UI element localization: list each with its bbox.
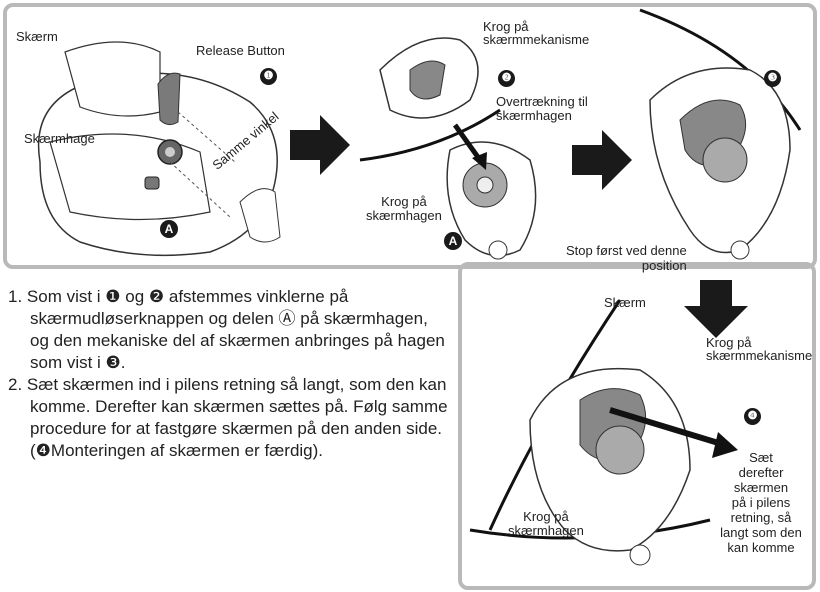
label-cover-to-base-line1: Overtrækning til — [496, 95, 588, 109]
label-stop-position-line2: position — [566, 258, 687, 273]
step-1-marker: ❶ — [260, 68, 277, 85]
label-cover-to-base-line2: skærmhagen — [496, 109, 588, 123]
label-insert-direction: Sæt derefter skærmen på i pilens retning… — [706, 450, 816, 555]
label-stop-position: Stop først ved denne position — [566, 243, 687, 273]
instruction-list: 1. Som vist i ❶ og ❷ afstemmes vinklerne… — [8, 286, 448, 462]
insert-line-5: retning, så — [706, 510, 816, 525]
completed-mount-illustration — [470, 300, 720, 540]
label-hook-base-line2: skærmhagen — [366, 209, 442, 223]
label-hook-visor-mech-2-line2: skærmmekanisme — [706, 349, 812, 362]
insert-line-2: derefter — [706, 465, 816, 480]
label-hook-base: Krog på skærmhagen — [366, 195, 442, 223]
step-3-marker: ❸ — [764, 70, 781, 87]
step-2-marker: ❷ — [498, 70, 515, 87]
label-hook-base-2-line1: Krog på — [508, 510, 584, 524]
label-stop-position-line1: Stop først ved denne — [566, 243, 687, 258]
part-a-marker: A — [160, 220, 178, 238]
label-hook-base-2: Krog på skærmhagen — [508, 510, 584, 538]
insert-line-1: Sæt — [706, 450, 816, 465]
label-hook-visor-mech-2: Krog på skærmmekanisme — [706, 336, 812, 362]
label-visor: Skærm — [16, 30, 58, 44]
label-hook-visor-mech-line2: skærmmekanisme — [483, 33, 589, 46]
mounted-mechanism-illustration — [630, 10, 810, 270]
arrow-right-icon — [290, 115, 350, 175]
label-hook-visor-mech: Krog på skærmmekanisme — [483, 20, 589, 46]
label-visor-base: Skærmhage — [24, 132, 95, 146]
label-cover-to-base: Overtrækning til skærmhagen — [496, 95, 588, 123]
part-a-marker-2: A — [444, 232, 462, 250]
arrow-right-icon-2 — [572, 130, 632, 190]
visor-mechanism-illustration — [360, 10, 560, 270]
instruction-step-2: 2. Sæt skærmen ind i pilens retning så l… — [8, 374, 448, 462]
insert-line-6: langt som den — [706, 525, 816, 540]
step-4-marker: ❹ — [744, 408, 761, 425]
instruction-step-1: 1. Som vist i ❶ og ❷ afstemmes vinklerne… — [8, 286, 448, 374]
label-visor-2: Skærm — [604, 296, 646, 310]
insert-line-4: på i pilens — [706, 495, 816, 510]
label-hook-base-2-line2: skærmhagen — [508, 524, 584, 538]
insert-line-7: kan komme — [706, 540, 816, 555]
insert-line-3: skærmen — [706, 480, 816, 495]
label-hook-base-line1: Krog på — [366, 195, 442, 209]
label-release-button: Release Button — [196, 44, 285, 58]
